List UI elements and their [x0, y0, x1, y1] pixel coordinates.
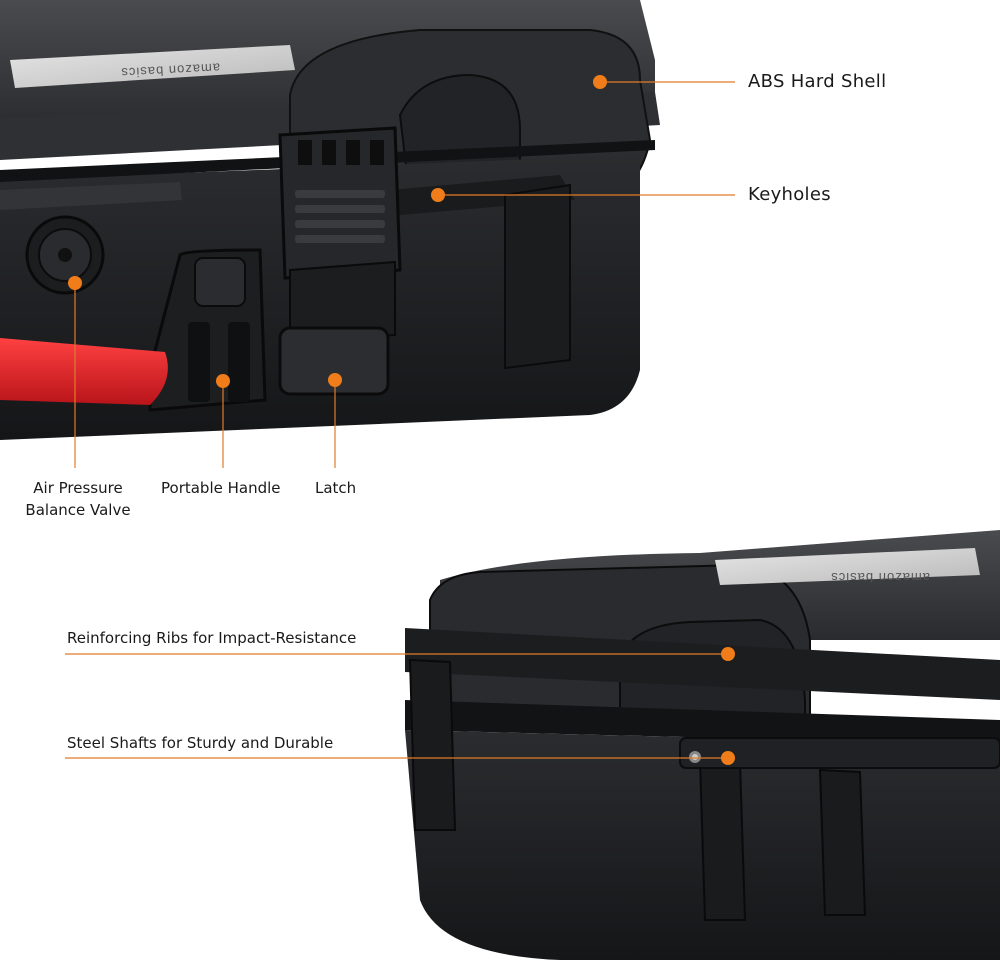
top-case-image: amazon basics: [0, 0, 660, 440]
dot-latch: [328, 373, 342, 387]
dot-valve: [68, 276, 82, 290]
dot-keyholes: [431, 188, 445, 202]
label-abs-hard-shell: ABS Hard Shell: [748, 71, 887, 92]
label-valve: Air Pressure Balance Valve: [18, 477, 138, 521]
dot-handle: [216, 374, 230, 388]
leader-lines: [65, 81, 735, 759]
label-keyholes: Keyholes: [748, 184, 831, 205]
label-valve-line2: Balance Valve: [25, 501, 131, 519]
bottom-case-image: amazon basics: [405, 530, 1000, 960]
dot-ribs: [721, 647, 735, 661]
brand-plate-text-bottom: amazon basics: [830, 570, 930, 585]
callout-dots: [68, 75, 735, 765]
label-portable-handle: Portable Handle: [161, 479, 281, 497]
label-reinforcing-ribs: Reinforcing Ribs for Impact-Resistance: [67, 629, 357, 647]
dot-shafts: [721, 751, 735, 765]
brand-plate-text-top: amazon basics: [120, 60, 220, 80]
label-latch: Latch: [315, 479, 357, 497]
label-valve-line1: Air Pressure: [33, 479, 123, 497]
label-steel-shafts: Steel Shafts for Sturdy and Durable: [67, 734, 334, 752]
dot-abs-shell: [593, 75, 607, 89]
